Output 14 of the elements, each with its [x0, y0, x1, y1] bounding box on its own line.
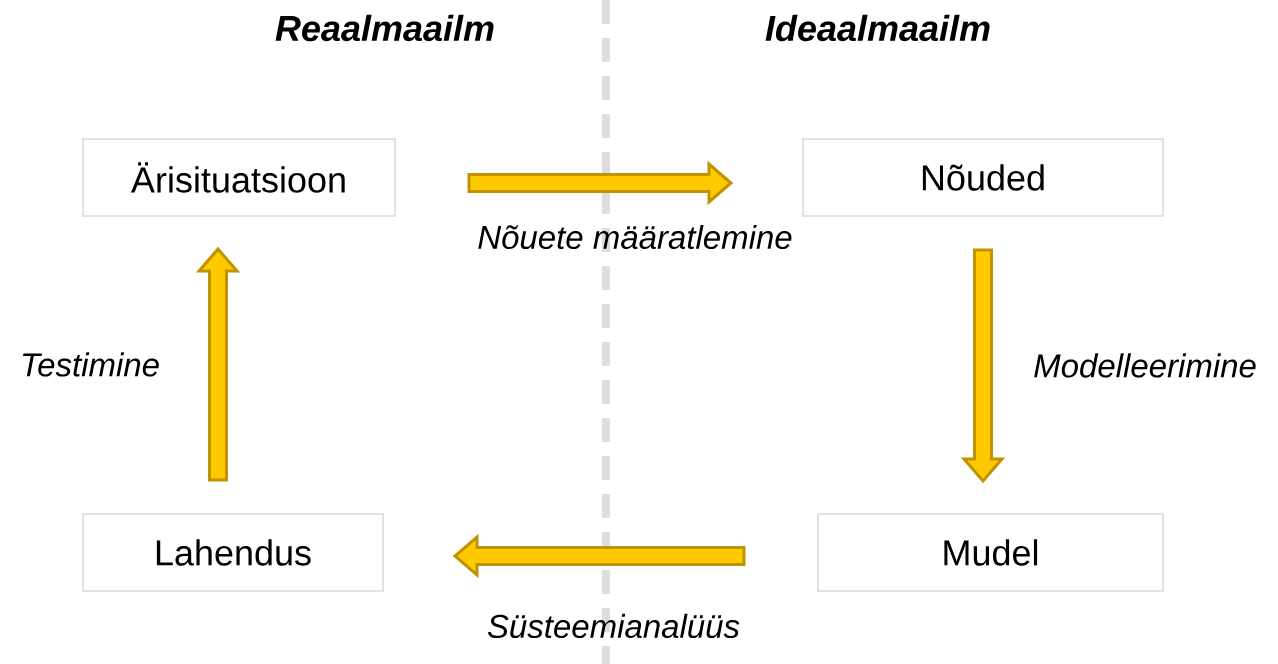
process-box: Lahendus: [82, 513, 384, 592]
edge-label: Süsteemianalüüs: [487, 613, 740, 639]
process-box: Ärisituatsioon: [82, 138, 396, 217]
block-arrow: [467, 160, 734, 206]
edge-label: Nõuete määratlemine: [478, 224, 792, 250]
edge-label: Testimine: [22, 352, 159, 377]
block-arrow: [195, 246, 241, 482]
process-box: Mudel: [817, 513, 1164, 592]
column-heading: Reaalmaailm: [275, 14, 494, 42]
column-heading: Ideaalmaailm: [765, 14, 990, 42]
process-box: Nõuded: [802, 138, 1164, 217]
edge-label: Modelleerimine: [1034, 353, 1256, 378]
block-arrow: [452, 533, 746, 579]
block-arrow: [960, 248, 1006, 484]
